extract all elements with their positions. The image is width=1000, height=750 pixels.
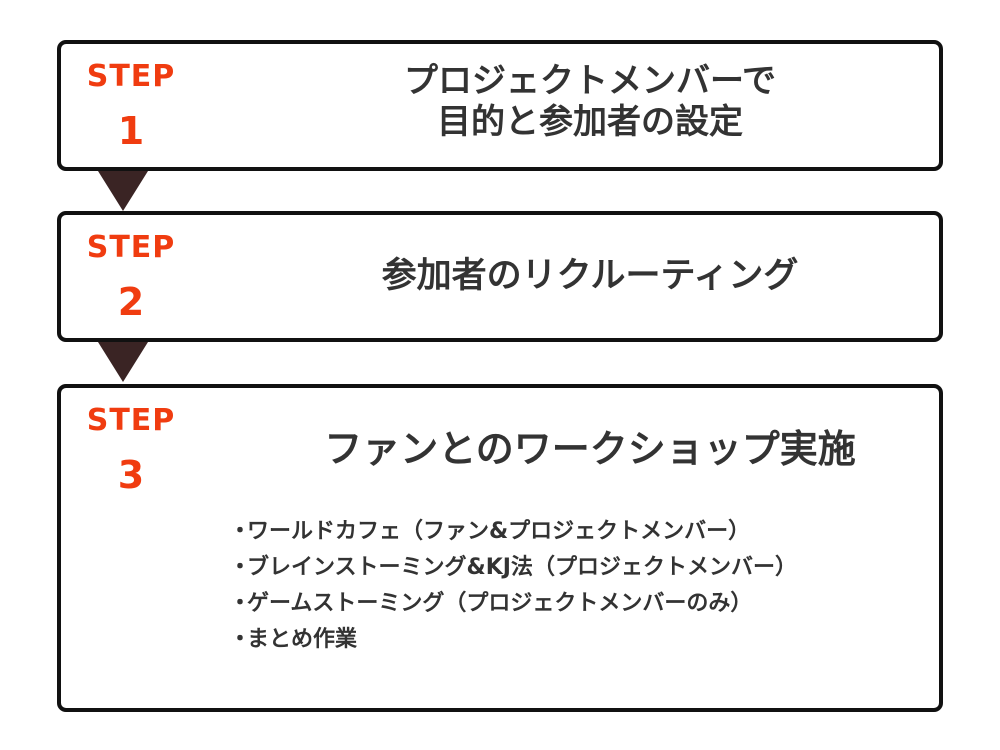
step-1-word: STEP: [86, 59, 176, 94]
task-item: ・ワールドカフェ（ファン&プロジェクトメンバー）: [229, 514, 797, 550]
task-item-text: ゲームストーミング（プロジェクトメンバーのみ）: [247, 591, 753, 616]
down-arrow-icon: [98, 342, 148, 382]
step-1-title-line-2: 目的と参加者の設定: [437, 102, 743, 143]
bullet-icon: ・: [229, 591, 252, 616]
step-1-box: STEP 1 プロジェクトメンバーで 目的と参加者の設定: [57, 40, 943, 171]
task-item: ・ゲームストーミング（プロジェクトメンバーのみ）: [229, 586, 797, 622]
task-item-text: ワールドカフェ（ファン&プロジェクトメンバー）: [247, 519, 751, 544]
bullet-icon: ・: [229, 627, 252, 652]
step-3-task-list: ・ワールドカフェ（ファン&プロジェクトメンバー） ・ブレインストーミング&KJ法…: [229, 514, 797, 658]
task-item: ・ブレインストーミング&KJ法（プロジェクトメンバー）: [229, 550, 797, 586]
step-1-number: 1: [117, 109, 145, 153]
step-3-word: STEP: [86, 403, 176, 438]
step-1-title: プロジェクトメンバーで 目的と参加者の設定: [261, 61, 919, 144]
down-arrow-icon: [98, 171, 148, 211]
step-2-number: 2: [117, 280, 145, 324]
step-2-title-line-1: 参加者のリクルーティング: [381, 256, 799, 296]
task-item-text: ブレインストーミング&KJ法（プロジェクトメンバー）: [247, 555, 797, 580]
step-2-word: STEP: [86, 230, 176, 265]
step-2-title: 参加者のリクルーティング: [261, 255, 919, 298]
bullet-icon: ・: [229, 555, 252, 580]
step-3-title-line-1: ファンとのワークショップ実施: [324, 427, 856, 471]
step-1-title-line-1: プロジェクトメンバーで: [404, 61, 776, 101]
bullet-icon: ・: [229, 519, 252, 544]
task-item: ・まとめ作業: [229, 622, 797, 658]
step-2-box: STEP 2 参加者のリクルーティング: [57, 211, 943, 342]
task-item-text: まとめ作業: [247, 627, 358, 652]
step-3-box: STEP 3 ファンとのワークショップ実施 ・ワールドカフェ（ファン&プロジェク…: [57, 384, 943, 712]
step-3-title: ファンとのワークショップ実施: [261, 426, 919, 472]
step-3-number: 3: [117, 453, 145, 497]
